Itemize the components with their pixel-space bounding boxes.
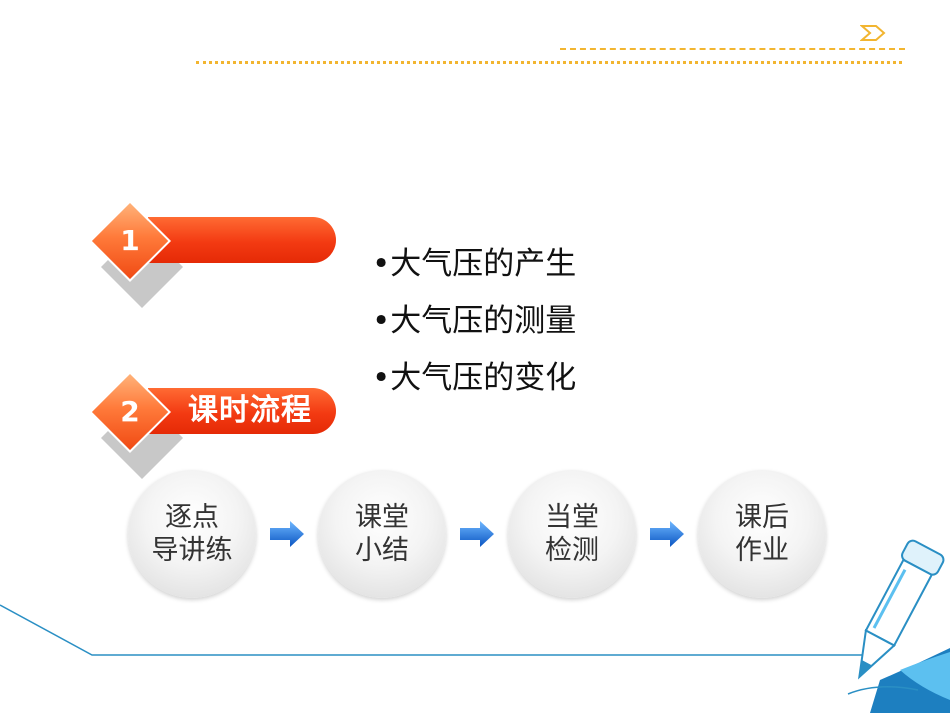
- top-dotted-line-long: [196, 61, 902, 64]
- process-step-1[interactable]: 逐点 导讲练: [128, 470, 256, 598]
- process-step-label: 检测: [545, 535, 599, 566]
- section-2-title: 课时流程: [188, 393, 312, 428]
- pen-icon: [847, 539, 945, 695]
- arrow-right-icon: [650, 521, 684, 547]
- process-step-label: 课堂: [355, 502, 409, 533]
- process-step-label: 逐点: [165, 502, 219, 533]
- process-step-3[interactable]: 当堂 检测: [508, 470, 636, 598]
- arrow-right-icon: [460, 521, 494, 547]
- process-step-4[interactable]: 课后 作业: [698, 470, 826, 598]
- section-1-number: 1: [120, 224, 140, 257]
- top-dashed-line-short: [560, 48, 905, 50]
- section-2-banner: 课时流程: [148, 388, 336, 434]
- topic-item: •大气压的变化: [372, 360, 577, 396]
- bottom-decor-line: [0, 604, 950, 713]
- topic-item: •大气压的产生: [372, 246, 577, 282]
- section-1-banner: [148, 217, 336, 263]
- process-step-label: 导讲练: [151, 535, 233, 566]
- section-2-number: 2: [120, 395, 140, 428]
- process-step-label: 小结: [355, 535, 409, 566]
- process-step-label: 当堂: [545, 502, 599, 533]
- process-step-label: 课后: [735, 502, 789, 533]
- topic-item: •大气压的测量: [372, 303, 577, 339]
- process-step-label: 作业: [735, 535, 789, 566]
- chevron-right-icon[interactable]: [860, 24, 886, 42]
- arrow-right-icon: [270, 521, 304, 547]
- process-step-2[interactable]: 课堂 小结: [318, 470, 446, 598]
